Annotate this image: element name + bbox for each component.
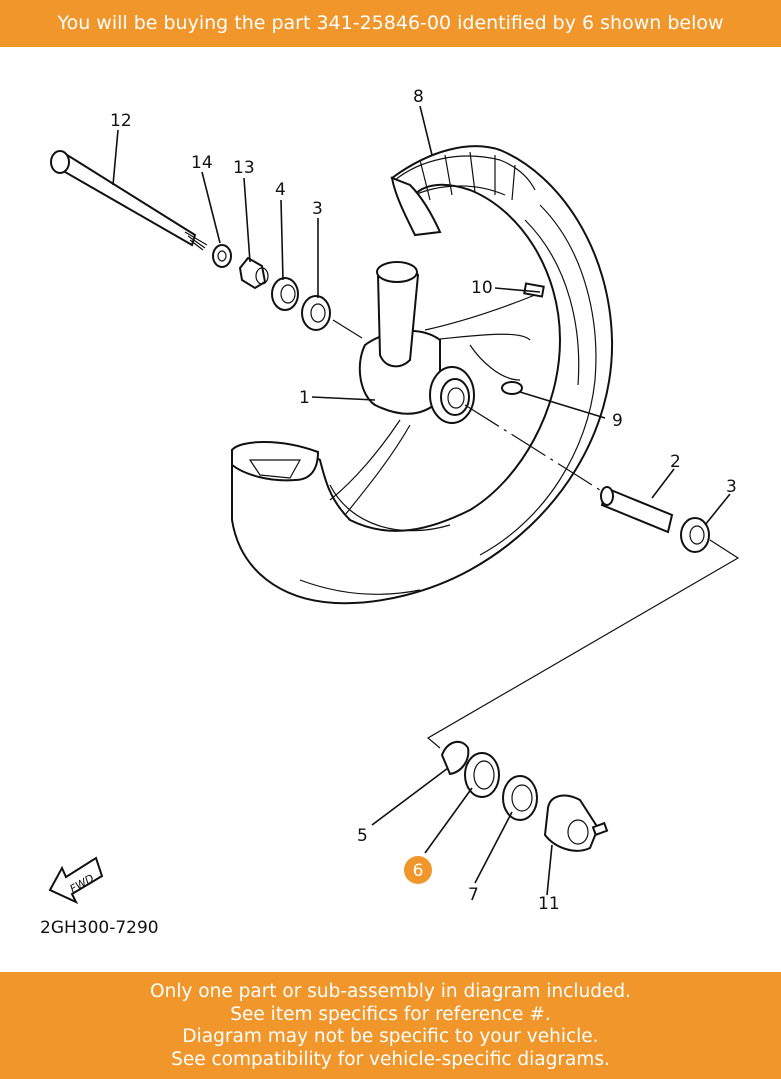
callout-6-highlight: 6 (404, 856, 432, 884)
callout-12: 12 (110, 111, 132, 131)
bearing-part (301, 295, 331, 331)
leader-lines (112, 105, 731, 896)
callout-8: 8 (413, 87, 424, 107)
callout-1: 1 (299, 388, 310, 408)
callout-9: 9 (612, 411, 623, 431)
fwd-arrow-icon: FWD (48, 856, 104, 905)
callout-2: 2 (670, 452, 681, 472)
axle-part (50, 150, 208, 251)
seal-part (271, 277, 299, 311)
footer-line: Only one part or sub-assembly in diagram… (150, 981, 631, 1002)
callout-11: 11 (538, 894, 560, 914)
bearing-right-part (680, 517, 710, 553)
callout-3: 3 (312, 199, 323, 219)
diagram-code: 2GH300-7290 (40, 918, 159, 938)
callout-3-right: 3 (726, 477, 737, 497)
callout-10: 10 (471, 278, 493, 298)
collar-part (238, 256, 267, 290)
footer-line: See item specifics for reference #. (230, 1003, 551, 1025)
header-banner: You will be buying the part 341-25846-00… (0, 0, 781, 47)
callout-4: 4 (275, 180, 286, 200)
washer-part (212, 244, 232, 268)
wheel-assembly (231, 145, 614, 605)
footer-banner: Only one part or sub-assembly in diagram… (0, 972, 781, 1079)
callout-14: 14 (191, 153, 213, 173)
callout-5: 5 (357, 826, 368, 846)
speedometer-parts (440, 740, 609, 852)
footer-line: Diagram may not be specific to your vehi… (182, 1026, 599, 1048)
callout-6: 6 (413, 861, 424, 881)
callout-13: 13 (233, 158, 255, 178)
footer-line: See compatibility for vehicle-specific d… (171, 1049, 610, 1071)
callout-7: 7 (468, 885, 479, 905)
